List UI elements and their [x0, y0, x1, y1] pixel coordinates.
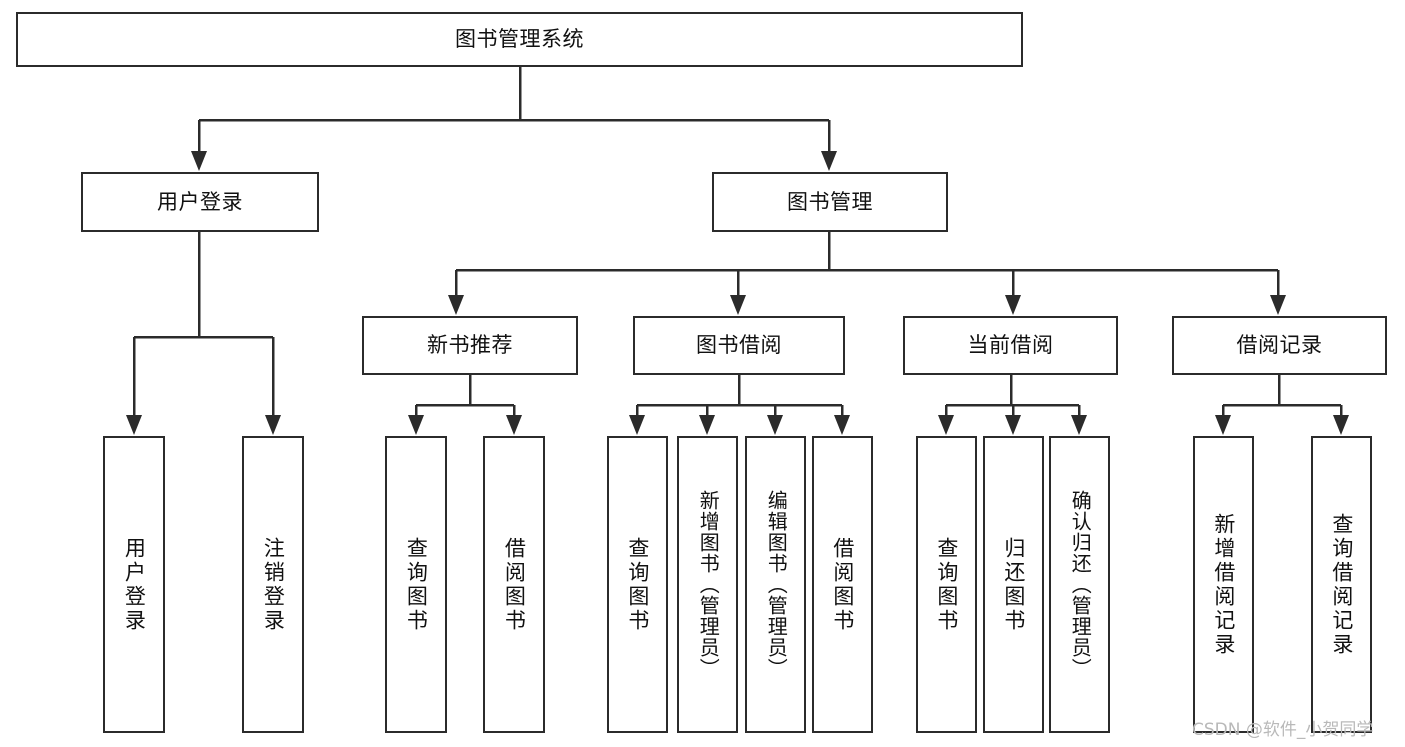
node-leaf-confirm-return[interactable]: 确认归还（管理员） [1049, 436, 1110, 733]
node-current-borrow[interactable]: 当前借阅 [903, 316, 1118, 375]
node-leaf-add-book[interactable]: 新增图书（管理员） [677, 436, 738, 733]
node-label-borrow-record: 借阅记录 [1236, 333, 1323, 358]
node-leaf-query-book-2[interactable]: 查询图书 [607, 436, 668, 733]
node-book-borrow[interactable]: 图书借阅 [633, 316, 845, 375]
node-leaf-logout[interactable]: 注销登录 [242, 436, 304, 733]
node-leaf-query-book-3[interactable]: 查询图书 [916, 436, 977, 733]
node-label-leaf-query-book-2: 查询图书 [625, 536, 650, 633]
connector-group [126, 67, 1349, 435]
node-leaf-query-record[interactable]: 查询借阅记录 [1311, 436, 1372, 733]
node-label-leaf-add-record: 新增借阅记录 [1211, 512, 1236, 657]
node-leaf-edit-book[interactable]: 编辑图书（管理员） [745, 436, 806, 733]
node-leaf-return-book[interactable]: 归还图书 [983, 436, 1044, 733]
node-leaf-query-book-1[interactable]: 查询图书 [385, 436, 447, 733]
node-root[interactable]: 图书管理系统 [16, 12, 1023, 67]
node-leaf-borrow-book-2[interactable]: 借阅图书 [812, 436, 873, 733]
node-new-book-recommend[interactable]: 新书推荐 [362, 316, 578, 375]
node-book-manage[interactable]: 图书管理 [712, 172, 948, 232]
node-borrow-record[interactable]: 借阅记录 [1172, 316, 1387, 375]
node-label-leaf-return-book: 归还图书 [1001, 536, 1026, 633]
node-label-new-book-recommend: 新书推荐 [427, 333, 513, 358]
node-label-leaf-borrow-book-2: 借阅图书 [830, 536, 855, 633]
node-label-leaf-query-record: 查询借阅记录 [1329, 512, 1354, 657]
node-label-leaf-add-book: 新增图书（管理员） [696, 490, 721, 679]
node-label-leaf-query-book-3: 查询图书 [934, 536, 959, 633]
node-label-book-borrow: 图书借阅 [696, 333, 782, 358]
node-leaf-user-login[interactable]: 用户登录 [103, 436, 165, 733]
node-label-leaf-user-login: 用户登录 [122, 536, 147, 633]
node-label-leaf-edit-book: 编辑图书（管理员） [764, 490, 789, 679]
node-label-book-manage: 图书管理 [787, 189, 873, 214]
node-label-leaf-logout: 注销登录 [261, 536, 286, 633]
node-label-root: 图书管理系统 [455, 27, 584, 52]
node-label-user-login: 用户登录 [157, 189, 243, 214]
node-label-leaf-query-book-1: 查询图书 [404, 536, 429, 633]
node-label-leaf-borrow-book-1: 借阅图书 [502, 536, 527, 633]
node-label-leaf-confirm-return: 确认归还（管理员） [1068, 490, 1093, 679]
node-leaf-add-record[interactable]: 新增借阅记录 [1193, 436, 1254, 733]
node-leaf-borrow-book-1[interactable]: 借阅图书 [483, 436, 545, 733]
node-user-login[interactable]: 用户登录 [81, 172, 319, 232]
node-label-current-borrow: 当前借阅 [967, 333, 1054, 358]
